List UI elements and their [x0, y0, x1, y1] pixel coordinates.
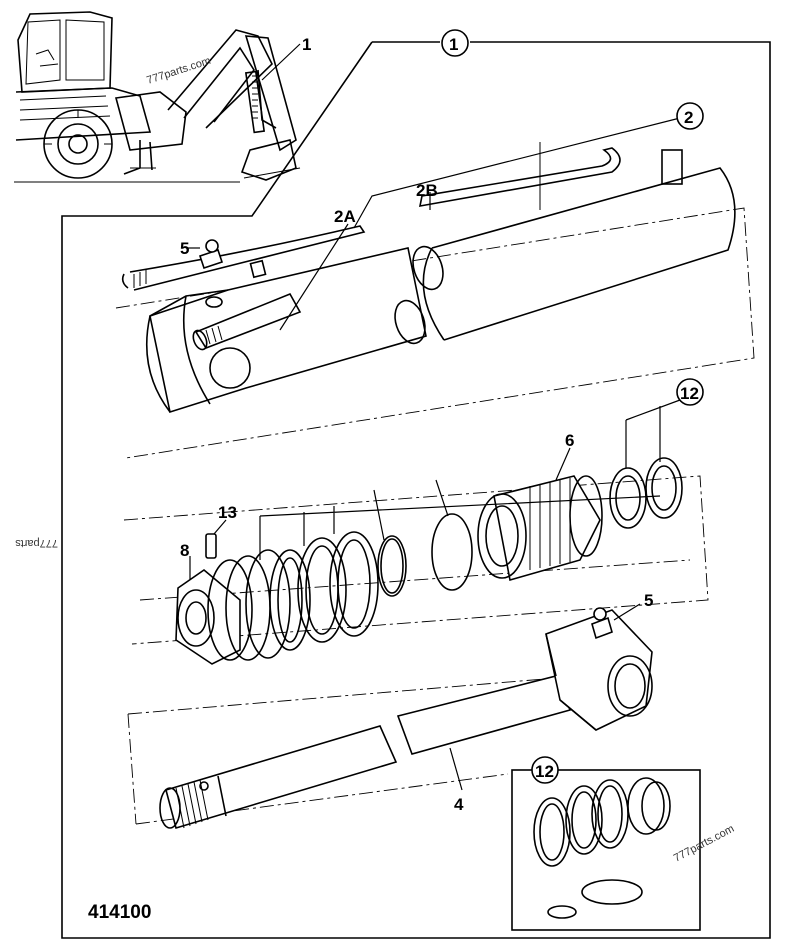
- seal-kit-inset: 777parts.com: [511, 756, 736, 931]
- leader-4: [449, 747, 463, 791]
- callout-label-2: 2: [684, 108, 693, 127]
- leader-1-inset: [261, 43, 301, 81]
- leader-2A: [279, 223, 349, 331]
- callout-label-4: 4: [454, 795, 464, 814]
- assembly-frame: [61, 41, 771, 939]
- callout-label-12-kit: 12: [535, 762, 554, 781]
- leader-6: [555, 447, 571, 481]
- seal-and-gland-section: [123, 457, 709, 665]
- callout-label-5-rod: 5: [644, 591, 653, 610]
- callout-label-6: 6: [565, 431, 574, 450]
- figure-number: 414100: [88, 902, 151, 923]
- callout-label-8: 8: [180, 541, 189, 560]
- leader-2: [353, 117, 681, 229]
- leader-5-rod: [613, 603, 641, 621]
- callout-label-12-upper: 12: [680, 384, 699, 403]
- callout-label-1-assembly: 1: [449, 35, 458, 54]
- callout-label-1: 1: [302, 35, 311, 54]
- callout-label-5-barrel: 5: [180, 239, 189, 258]
- backhoe-machine-inset: 777parts.com: [14, 10, 334, 183]
- leader-13: [213, 519, 227, 535]
- barrel-section: [115, 142, 755, 459]
- callout-label-2B: 2B: [416, 181, 438, 200]
- watermark-text-kit: 777parts.com: [672, 823, 736, 865]
- leaders-seals: [259, 399, 681, 546]
- piston-rod-section: [127, 607, 653, 830]
- watermark-text-side: 777parts: [15, 537, 58, 549]
- callout-label-13: 13: [218, 503, 237, 522]
- callout-label-2A: 2A: [334, 207, 356, 226]
